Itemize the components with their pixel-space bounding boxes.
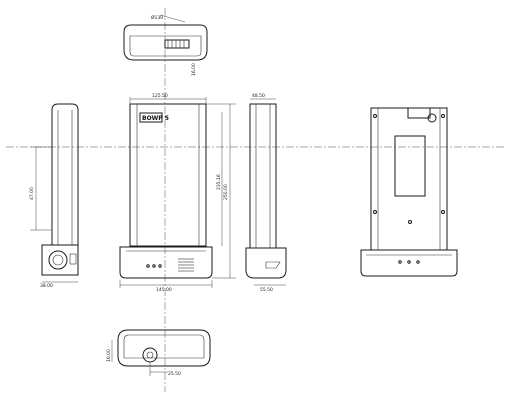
- right-side-latch: [265, 261, 281, 269]
- front-badge-label: BOWP 5: [142, 115, 169, 122]
- bottom-view-outline: [117, 329, 211, 367]
- right-side-body: [249, 103, 277, 249]
- front-base-width-dimension: 145.00: [156, 287, 172, 293]
- left-side-socket-outer: [48, 250, 68, 270]
- bottom-view: 25.50 16.00: [106, 329, 211, 377]
- rear-label-recess: [394, 135, 426, 197]
- front-badge-frame: [139, 112, 163, 123]
- top-view-outline: [123, 24, 208, 61]
- right-side-base: [245, 247, 287, 279]
- left-side-body: [51, 103, 79, 246]
- front-view: BOWP 5 125.50 250.00: [119, 93, 236, 293]
- rear-top-cap: [407, 107, 431, 119]
- front-height-dimension: 250.00: [223, 184, 229, 200]
- rear-view: [360, 107, 458, 277]
- right-side-view: 48.50 55.50: [245, 93, 287, 293]
- left-side-base-dimension: 38.00: [40, 283, 53, 289]
- rear-screw-holes: [373, 114, 445, 224]
- top-view-inner-outline: [129, 35, 202, 57]
- left-side-latch: [69, 253, 77, 265]
- right-side-base-dimension: 55.50: [260, 287, 273, 293]
- top-depth-dimension: 16.00: [191, 63, 197, 76]
- right-side-width-dimension: 48.50: [252, 93, 265, 99]
- left-side-depth-dimension: 47.00: [29, 187, 35, 200]
- rear-top-knob: [427, 113, 437, 123]
- left-side-socket-inner: [52, 254, 64, 266]
- left-side-view: 47.00 38.00: [29, 103, 79, 289]
- left-side-base: [41, 244, 79, 276]
- top-width-dimension: Ø130: [151, 14, 163, 21]
- front-view-base: [119, 246, 213, 279]
- bottom-socket-inner: [146, 351, 154, 359]
- front-base-vent-grille: [178, 258, 194, 272]
- top-dimension-leader: [159, 14, 186, 23]
- top-view: Ø130 16.00: [123, 14, 208, 76]
- front-width-dimension: 125.50: [152, 93, 168, 99]
- front-base-indicator-dots: [146, 264, 162, 268]
- rear-base-contacts: [398, 260, 420, 264]
- rear-view-body: [370, 107, 448, 251]
- center-lines: [6, 8, 505, 392]
- bottom-view-inner-outline: [123, 334, 205, 359]
- front-view-body: [129, 103, 207, 247]
- front-height-inner-dimension: 235.16: [216, 174, 222, 190]
- top-view-connector: [164, 39, 190, 49]
- bottom-height-dimension: 16.00: [106, 349, 112, 362]
- bottom-socket-outer: [142, 347, 158, 363]
- rear-view-base: [360, 249, 458, 277]
- top-view-connector-pins: [167, 40, 185, 48]
- bottom-offset-dimension: 25.50: [168, 371, 181, 377]
